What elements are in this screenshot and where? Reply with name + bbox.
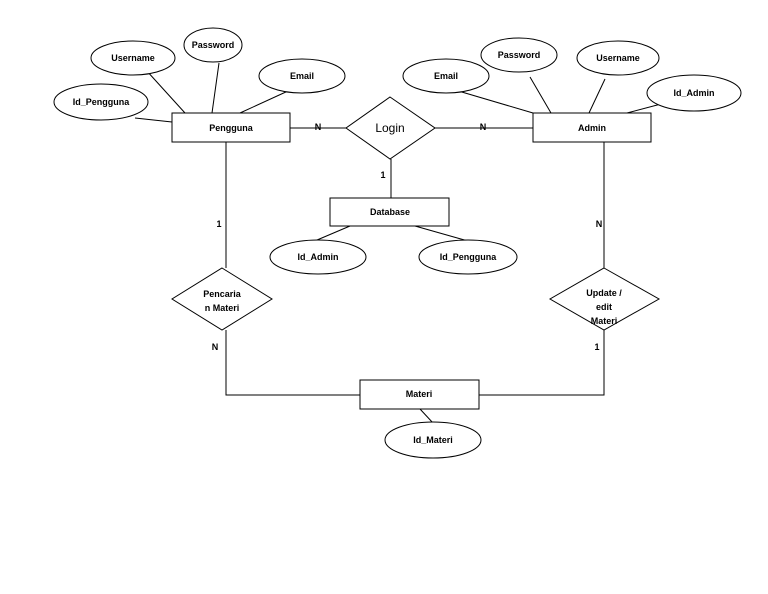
entity-materi: Materi [359,379,480,410]
attribute-admin-email: Email [402,58,490,94]
attribute-label: Username [111,53,155,63]
attribute-materi-id: Id_Materi [384,421,482,459]
relationship-update-label-line3: Materi [591,316,618,326]
relationship-pencarian-materi: Pencaria n Materi [171,267,273,331]
cardinality-pengguna-login: N [315,122,322,132]
attribute-label: Id_Admin [297,252,338,262]
line-materi-id [419,408,434,424]
attribute-admin-password: Password [480,37,558,73]
attribute-pengguna-id: Id_Pengguna [53,83,149,121]
line-pencarian-materi [225,330,360,396]
attribute-pengguna-password: Password [183,27,243,63]
entity-pengguna-label: Pengguna [209,123,253,133]
attribute-label: Email [434,71,458,81]
cardinality-update-materi: 1 [594,342,599,352]
connector-lines [134,58,662,424]
attribute-database-id-pengguna: Id_Pengguna [418,239,518,275]
line-pengguna-password [211,62,220,114]
entity-database: Database [329,197,450,227]
cardinality-pencarian-materi: N [212,342,219,352]
line-admin-password [529,76,552,114]
attribute-label: Username [596,53,640,63]
relationship-login: Login [345,96,436,160]
line-pengguna-id [134,117,173,123]
attribute-admin-username: Username [576,40,660,76]
attribute-pengguna-email: Email [258,58,346,94]
relationship-login-label: Login [375,121,404,135]
attribute-pengguna-username: Username [90,40,176,76]
relationship-update-label-line1: Update / [586,288,622,298]
relationship-update-label-line2: edit [596,302,612,312]
line-admin-username [588,78,606,114]
line-update-materi [479,330,605,396]
cardinality-login-database: 1 [380,170,385,180]
relationship-update-edit-materi: Update / edit Materi [548,267,661,331]
attribute-label: Email [290,71,314,81]
attribute-label: Id_Admin [673,88,714,98]
relationship-pencarian-label-line2: n Materi [205,303,240,313]
entity-admin: Admin [532,112,652,143]
attribute-label: Id_Pengguna [73,97,130,107]
attribute-database-id-admin: Id_Admin [269,239,367,275]
entity-admin-label: Admin [578,123,606,133]
entity-pengguna: Pengguna [171,112,291,143]
attribute-admin-id: Id_Admin [646,74,742,112]
attribute-label: Password [192,40,235,50]
cardinality-admin-login: N [480,122,487,132]
cardinality-pengguna-pencarian: 1 [216,219,221,229]
attribute-label: Id_Materi [413,435,453,445]
line-admin-id [626,103,662,114]
attribute-label: Password [498,50,541,60]
cardinality-admin-update: N [596,219,603,229]
entity-database-label: Database [370,207,410,217]
attribute-label: Id_Pengguna [440,252,497,262]
line-pengguna-email [239,90,289,114]
entity-materi-label: Materi [406,389,433,399]
relationship-pencarian-label-line1: Pencaria [203,289,242,299]
line-admin-email [454,89,534,114]
